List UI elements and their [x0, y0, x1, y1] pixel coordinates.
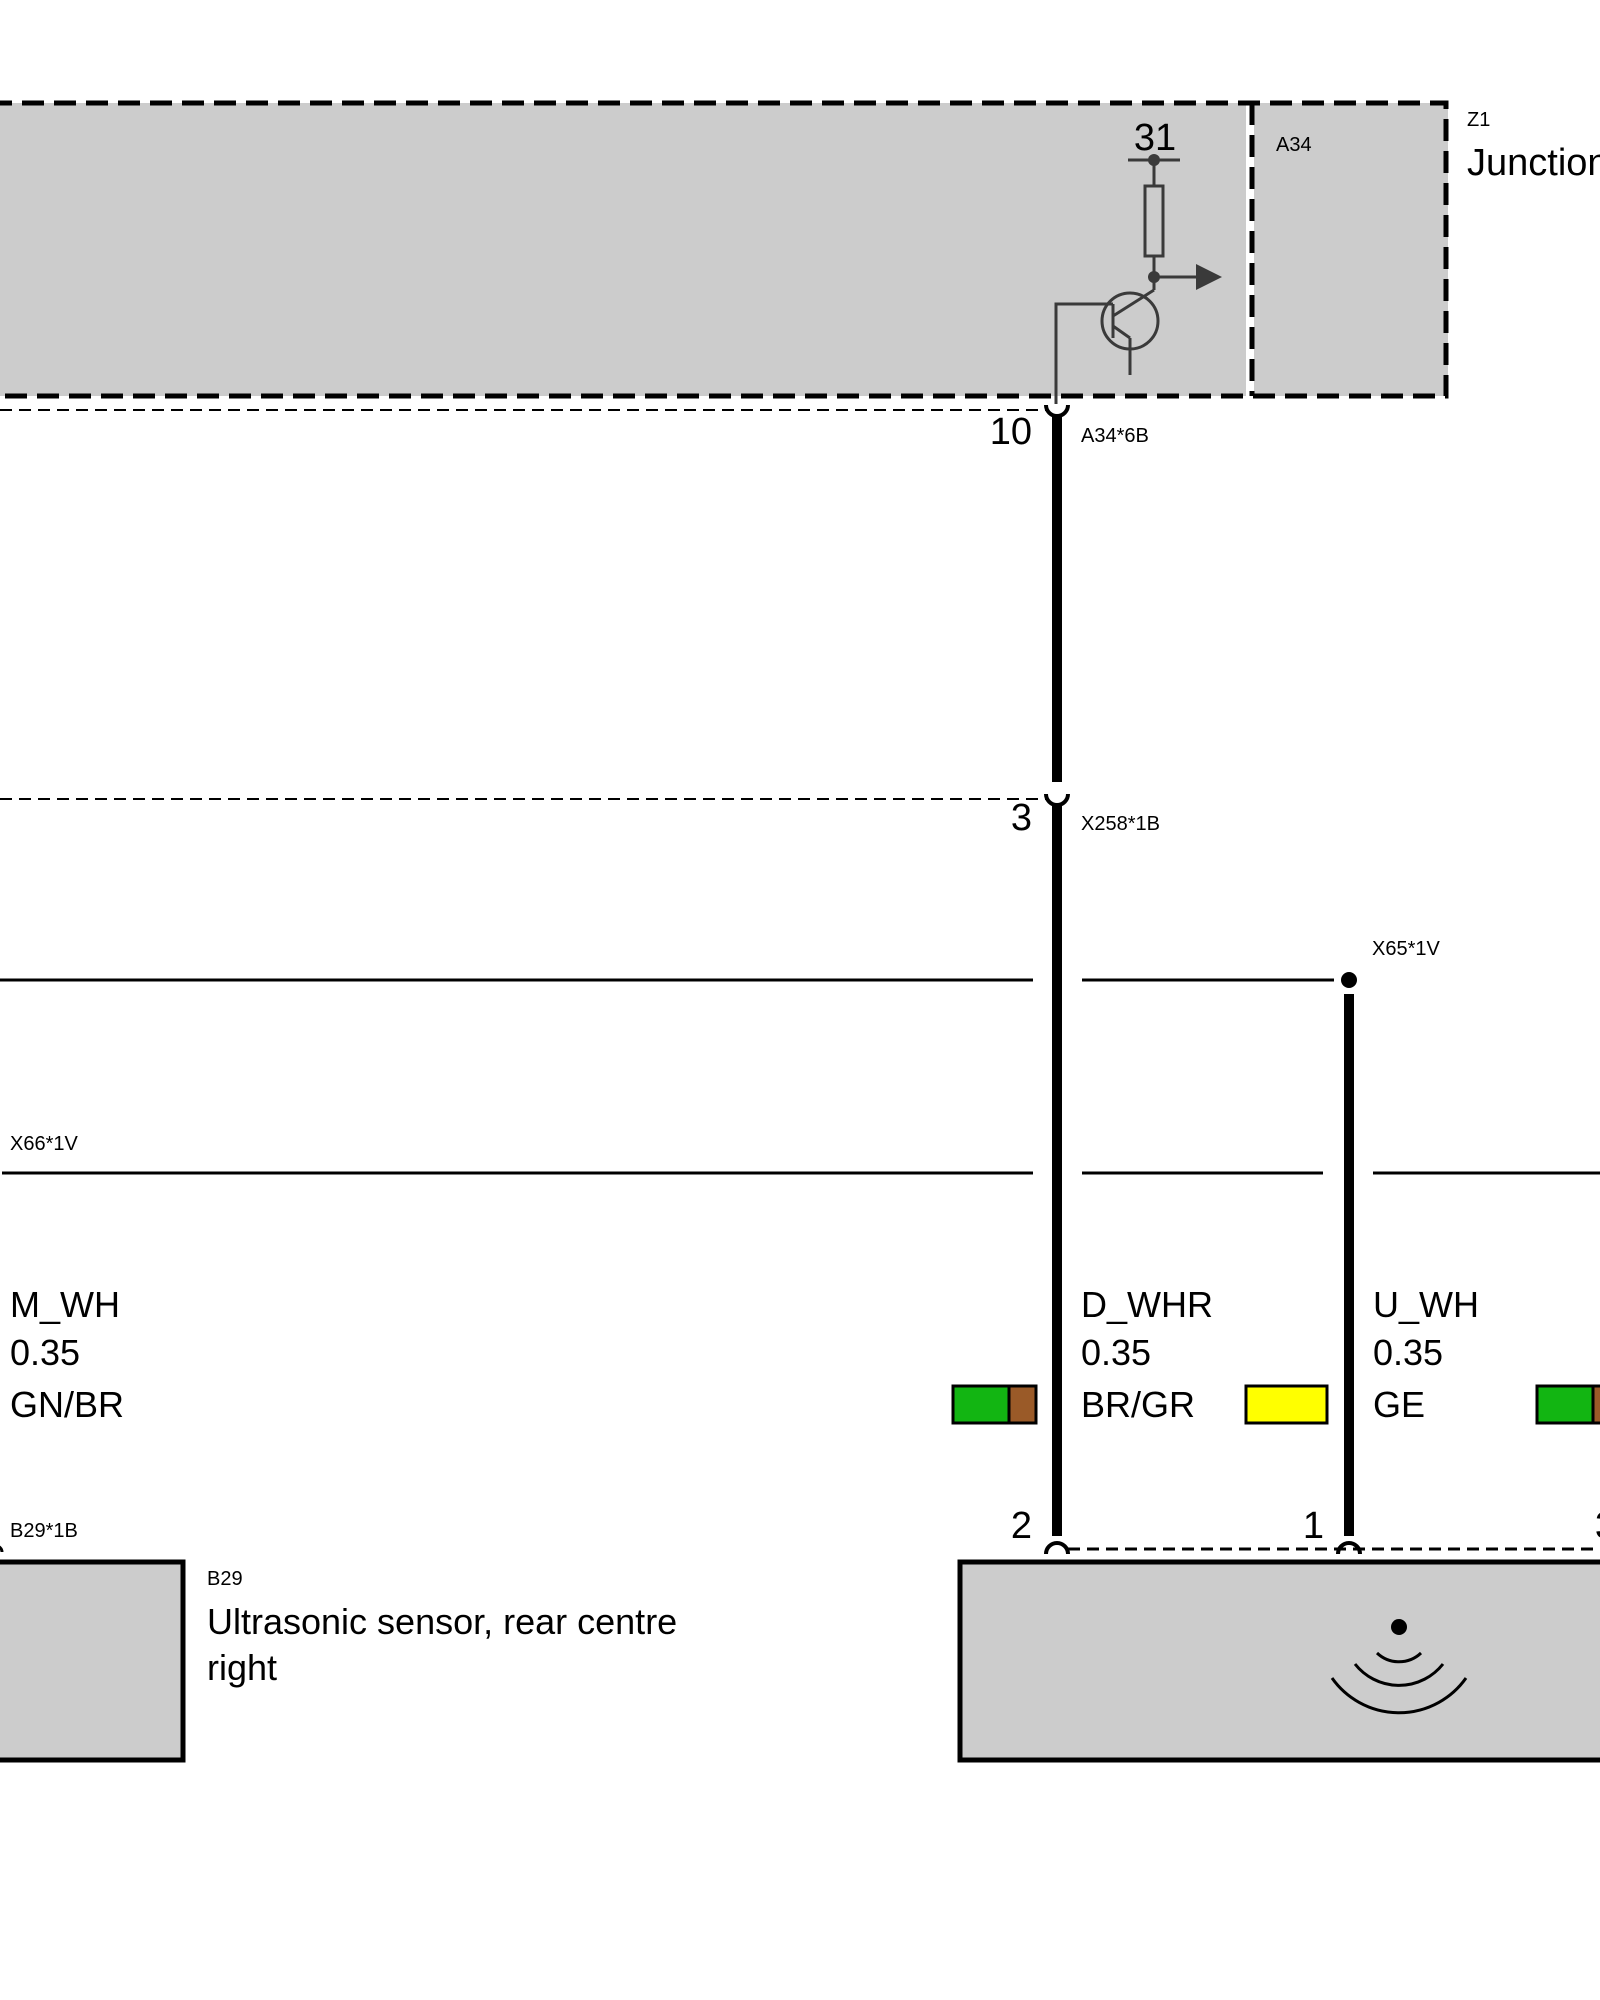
wire-label-m-wh: M_WH 0.35 GN/BR [10, 1284, 124, 1425]
junction-box-title: Junction [1467, 142, 1600, 184]
b29-left-box [0, 1559, 186, 1763]
sensor-label: B29 Ultrasonic sensor, rear centre right [207, 1568, 677, 1688]
swatch-outline [951, 1384, 1038, 1425]
output-arrow-icon [1196, 264, 1222, 290]
sensor-box [957, 1559, 1600, 1763]
swatch-main-color [1537, 1386, 1593, 1423]
sensor-pin-2: 2 [1011, 1505, 1032, 1547]
sensor-pin1-socket [1336, 1541, 1362, 1555]
x258-pin-label: 3 [1011, 797, 1032, 839]
connector-a34-socket [1044, 404, 1070, 418]
a34-pin-label: 10 [990, 411, 1032, 453]
connector-x258-socket [1044, 793, 1070, 807]
x65-connector-name: X65*1V [1372, 938, 1440, 960]
color-swatch-ge [1244, 1384, 1329, 1425]
wire-color-code: GE [1373, 1384, 1425, 1425]
swatch-stripe-color [1009, 1386, 1036, 1423]
swatch-stripe-color [1593, 1386, 1600, 1423]
wire-color-code: BR/GR [1081, 1384, 1195, 1425]
color-swatch-gn-br [951, 1384, 1038, 1425]
swatch-main-color [953, 1386, 1009, 1423]
wire-signal: D_WHR [1081, 1284, 1213, 1325]
wire-signal: M_WH [10, 1284, 120, 1325]
connector-x258: 3 X258*1B [0, 793, 1160, 839]
junction-box-body [0, 103, 1246, 396]
wire-size: 0.35 [1373, 1332, 1443, 1373]
swatch-outline [1535, 1384, 1600, 1425]
a34-connector-name: A34*6B [1081, 425, 1149, 447]
x258-connector-name: X258*1B [1081, 813, 1160, 835]
wire-color-code: GN/BR [10, 1384, 124, 1425]
b29-plug-socket [0, 1545, 4, 1553]
sensor-pin-1: 1 [1303, 1505, 1324, 1547]
splice-x65: X65*1V [1341, 938, 1440, 988]
junction-box-inner-area [1254, 103, 1448, 396]
ground-pin-label: 31 [1134, 117, 1176, 159]
splice-x65-dot [1341, 972, 1357, 988]
b29-plug-name: B29*1B [10, 1520, 78, 1542]
transistor-icon: 31 [1054, 117, 1222, 404]
sensor-pin-3: 3 [1595, 1505, 1600, 1547]
wire-size: 0.35 [10, 1332, 80, 1373]
connector-a34: 10 A34*6B [990, 404, 1149, 453]
sensor-pin2-socket [1044, 1541, 1070, 1555]
a34-ref: A34 [1276, 134, 1312, 156]
wire-signal: U_WH [1373, 1284, 1479, 1325]
wire-label-u-wh: U_WH 0.35 GE [1373, 1284, 1479, 1425]
horizontal-lines [0, 978, 1600, 1175]
z1-ref: Z1 [1467, 109, 1490, 131]
swatch-fill [1244, 1384, 1329, 1425]
sensor-title-line1: Ultrasonic sensor, rear centre [207, 1601, 677, 1642]
wire-size: 0.35 [1081, 1332, 1151, 1373]
junction-box: Z1 Junction A34 31 [0, 100, 1600, 411]
wire-label-d-whr: D_WHR 0.35 BR/GR [1081, 1284, 1213, 1425]
x66-connector-name: X66*1V [10, 1133, 78, 1155]
color-swatch-gn-br-right [1535, 1384, 1600, 1425]
sensor-title-line2: right [207, 1647, 277, 1688]
ultrasonic-wave-icon [1330, 1619, 1468, 1715]
sensor-ref: B29 [207, 1568, 243, 1590]
ultrasonic-sensor: 2 1 3 [957, 1505, 1600, 1763]
junction-box-border [0, 100, 1449, 399]
connector-b29-plug: B29*1B [0, 1520, 186, 1763]
